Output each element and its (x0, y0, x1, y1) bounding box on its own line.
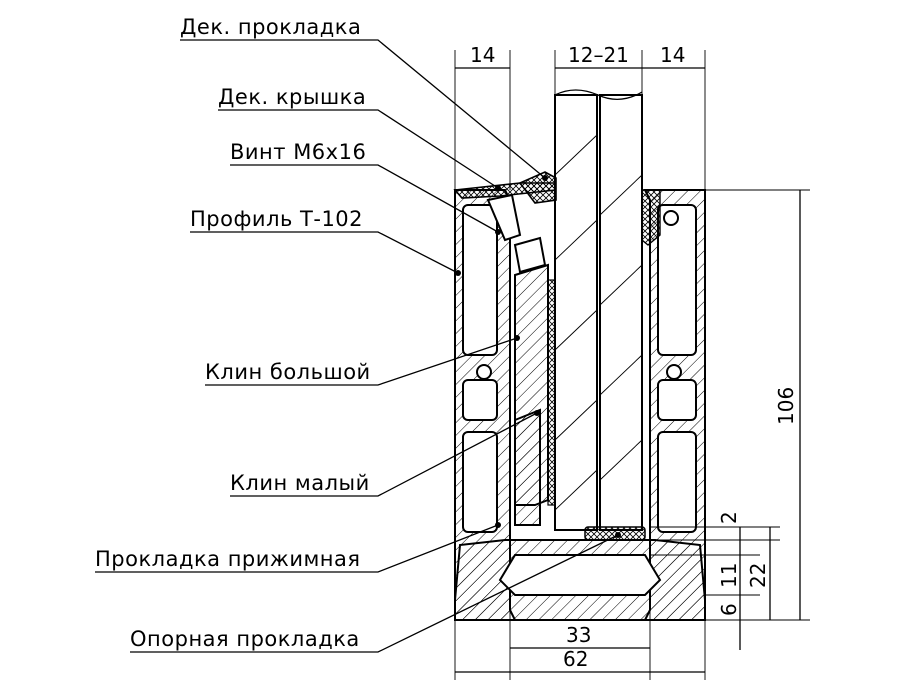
glass-diagonals (554, 134, 643, 511)
dim-22: 22 (746, 563, 770, 588)
right-cavity-lower (657, 431, 697, 533)
wedge-small (514, 408, 541, 526)
right-top-gasket (641, 189, 661, 246)
dim-6: 6 (717, 603, 741, 616)
leader-lines (95, 39, 621, 653)
label-vint: Винт М6х16 (230, 140, 366, 164)
glass-break-line (554, 89, 643, 100)
dim-top-right: 14 (660, 43, 685, 67)
glass-pane-left (554, 94, 598, 531)
leader-dot-6 (534, 410, 540, 416)
dim-height-total: 106 (774, 387, 798, 425)
label-klin-malyi: Клин малый (230, 471, 370, 495)
label-prokladka-prizhimnaya: Прокладка прижимная (95, 547, 361, 571)
left-cavity-mid (462, 379, 498, 421)
dim-bottom-62: 62 (563, 647, 588, 671)
glass-pane-right (599, 94, 643, 531)
right-screw-hole (666, 364, 682, 380)
label-profil: Профиль Т-102 (190, 207, 363, 231)
support-gasket (584, 526, 646, 541)
pressure-gasket (547, 279, 556, 506)
dimension-text: 14 12–21 14 106 2 11 22 6 33 62 (470, 43, 798, 671)
label-klin-bolshoi: Клин большой (205, 360, 371, 384)
right-cavity-mid (657, 379, 697, 421)
right-cavity-upper (657, 204, 697, 356)
glass-panel (554, 89, 643, 531)
leader-dot-5 (514, 335, 520, 341)
label-opornaya-prokladka: Опорная прокладка (130, 627, 360, 651)
left-screw-hole (476, 364, 492, 380)
left-cavity-upper (462, 204, 498, 356)
dimension-lines (454, 50, 810, 680)
label-dek-kryshka: Дек. крышка (218, 85, 366, 109)
top-right-hole (663, 210, 679, 226)
leader-dot-4 (455, 270, 461, 276)
left-cavity-lower (462, 431, 498, 533)
profile-bottom-chamber (498, 554, 662, 596)
leader-dot-7 (495, 522, 501, 528)
leader-dot-2 (495, 185, 501, 191)
dim-2: 2 (717, 511, 741, 524)
dek-prokladka-gasket (518, 171, 557, 204)
dim-top-mid: 12–21 (568, 43, 629, 67)
labels: Дек. прокладка Дек. крышка Винт М6х16 Пр… (95, 15, 371, 651)
leader-dot-1 (542, 175, 548, 181)
dim-11: 11 (717, 563, 741, 588)
label-dek-prokladka: Дек. прокладка (180, 15, 361, 39)
screw-clamp (486, 193, 522, 242)
leader-dot-8 (615, 532, 621, 538)
dim-top-left: 14 (470, 43, 495, 67)
screw-block (513, 236, 547, 274)
leader-dot-3 (495, 229, 501, 235)
dim-bottom-33: 33 (566, 623, 591, 647)
